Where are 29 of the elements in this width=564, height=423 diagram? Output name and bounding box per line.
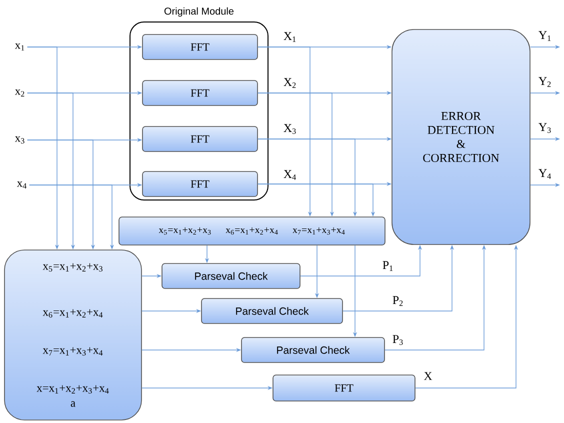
edge-label: X$_{2}$ [284, 78, 296, 88]
formula-bar: x$_{5}$=x$_{1}$+x$_{2}$+x$_{3}$ x$_{6}$=x$_{1}$+x$_{2}$+x$_{4}$ x$_{7}$=x$_{1}$+x$_{3}$+x$_{4}$ [118, 216, 386, 246]
module-frame [130, 7, 268, 200]
edge-label: Y$_{4}$ [538, 169, 551, 179]
correction-box: ERROR DETECTION & CORRECTION [392, 29, 530, 245]
edge-label: X$_{4}$ [284, 170, 296, 180]
check-box: Parseval Check [162, 263, 300, 289]
edge-label: Y$_{3}$ [538, 123, 551, 133]
edge-label: Y$_{2}$ [538, 77, 551, 87]
fft-box: FFT [142, 80, 258, 106]
edge-label: X$_{1}$ [284, 32, 296, 42]
fft-box: FFT [142, 34, 258, 60]
check-box: Parseval Check [201, 298, 343, 324]
edge-label: Y$_{1}$ [538, 31, 551, 41]
edge-label: X [424, 372, 432, 380]
fft-box: FFT [142, 171, 258, 197]
formula-box: x$_{5}$=x$_{1}$+x$_{2}$+x$_{3}$ x$_{6}$=x$_{1}$+x$_{2}$+x$_{4}$ x$_{7}$=x$_{1}$+x$_{3}$+x$_{4}$ x=x$_{1}$+x$_{2}$+x$_{3}$+x$_{4}$ a [4, 250, 142, 420]
input-label: x$_{4}$ [16, 181, 26, 189]
edge-label: P$_{3}$ [392, 335, 403, 345]
module-title: Original Module [164, 7, 234, 17]
input-label: x$_{3}$ [14, 136, 24, 144]
edge-label: X$_{3}$ [284, 124, 296, 134]
edge-label: P$_{1}$ [382, 261, 393, 271]
input-label: x$_{1}$ [14, 43, 24, 51]
fft-box: FFT [142, 126, 258, 152]
check-box: Parseval Check [241, 337, 385, 363]
input-label: x$_{2}$ [14, 89, 24, 97]
fft-box: FFT [272, 374, 416, 402]
edge-label: P$_{2}$ [392, 296, 403, 306]
